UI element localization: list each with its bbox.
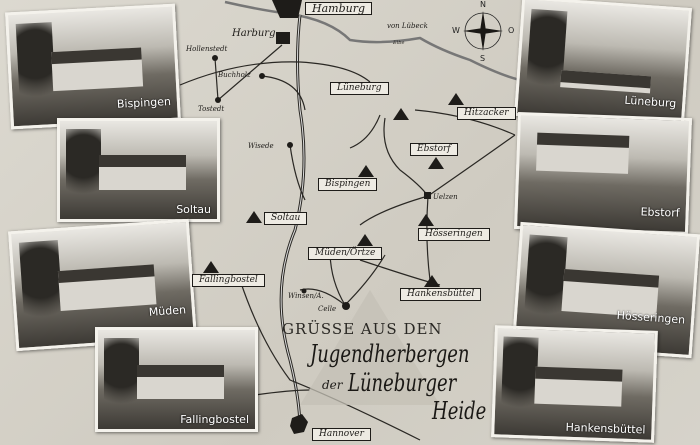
photo-soltau: Soltau (57, 118, 220, 222)
city-label-tostedt: Tostedt (198, 105, 225, 113)
photo-lueneburg: Lüneburg (514, 0, 692, 128)
hostel-label-mueden: Müden/Örtze (308, 247, 383, 260)
hostel-label-ebstorf: Ebstorf (410, 143, 458, 156)
photo-bispingen: Bispingen (5, 3, 181, 130)
compass-s: S (480, 54, 486, 63)
compass-w: W (452, 26, 460, 35)
city-label-celle: Celle (318, 305, 337, 313)
title-jugendherbergen: Jugendherbergen (310, 340, 470, 368)
greeting-title: GRÜSSE AUS DEN (282, 320, 443, 338)
city-label-hollenstedt: Hollenstedt (186, 45, 228, 53)
photo-caption: Fallingbostel (180, 413, 249, 426)
title-der: der (322, 378, 343, 392)
hostel-icon (203, 261, 219, 273)
compass-rose-icon: N W O S (452, 0, 514, 63)
hostel-icon (418, 214, 434, 226)
photo-fallingbostel: Fallingbostel (95, 327, 258, 432)
title-lueneburger: Lüneburger (348, 369, 457, 397)
autobahn-inner (280, 14, 305, 431)
city-label-wisede: Wisede (248, 142, 274, 150)
hostel-label-hoesseringen: Hösseringen (418, 228, 490, 241)
hostel-label-soltau: Soltau (264, 212, 308, 225)
hostel-label-fallingbostel: Fallingbostel (192, 274, 265, 287)
photo-caption: Hankensbüttel (565, 420, 646, 437)
photo-hankensbuettel: Hankensbüttel (491, 325, 658, 443)
hostel-icon (357, 234, 373, 246)
city-label-hamburg: Hamburg (305, 2, 373, 15)
hostel-label-hitzacker: Hitzacker (457, 107, 516, 120)
hostel-icon (428, 157, 444, 169)
city-label-uelzen: Uelzen (433, 193, 458, 201)
photo-ebstorf: Ebstorf (514, 111, 692, 236)
photo-caption: Soltau (176, 203, 211, 216)
title-heide: Heide (432, 397, 487, 425)
photo-caption: Ebstorf (640, 205, 680, 220)
river-label-elbe: Elbe (393, 40, 405, 46)
photo-caption: Bispingen (116, 94, 172, 111)
hostel-label-lueneburg: Lüneburg (330, 82, 389, 95)
hostel-icon (448, 93, 464, 105)
photo-caption: Hösseringen (616, 308, 686, 327)
city-label-buchholz: Buchholz (218, 71, 251, 79)
hostel-icon (424, 275, 440, 287)
hostel-label-hankensbuettel: Hankensbüttel (400, 288, 482, 301)
photo-caption: Müden (148, 303, 187, 319)
hostel-icon (358, 165, 374, 177)
hamburg-city (272, 0, 302, 18)
photo-caption: Lüneburg (624, 93, 677, 111)
hostel-icon (246, 211, 262, 223)
hostel-logo-triangle (300, 290, 440, 405)
hostel-icon (393, 108, 409, 120)
city-label-hannover: Hannover (312, 428, 371, 441)
city-label-winsen: Winsen/A. (288, 292, 324, 300)
harburg-city (276, 32, 290, 44)
city-label-luebeck: von Lübeck (387, 22, 428, 30)
city-label-harburg: Harburg (232, 28, 276, 39)
hostel-label-bispingen: Bispingen (318, 178, 378, 191)
compass-o: O (508, 26, 515, 35)
hannover-city (290, 414, 308, 434)
compass-n: N (480, 0, 486, 9)
